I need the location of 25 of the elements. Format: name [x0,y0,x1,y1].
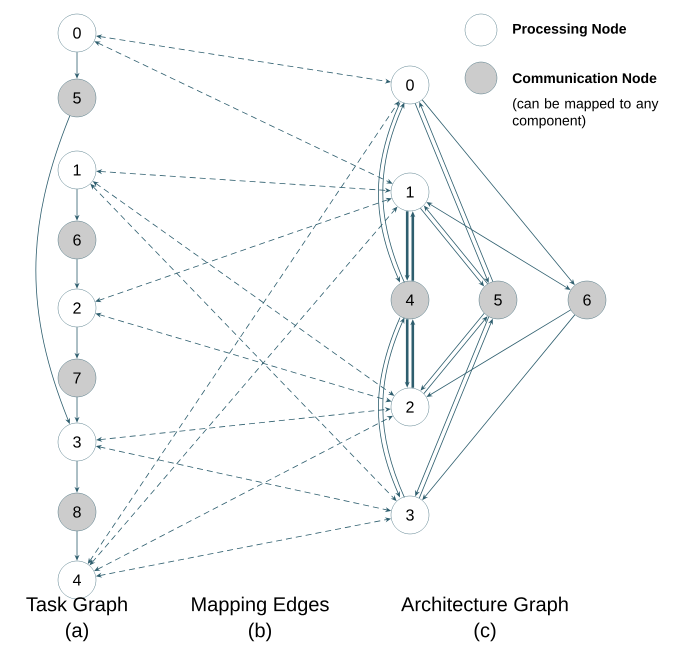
graph-node: 5 [58,78,96,118]
caption: (a) [66,622,88,642]
graph-node: 6 [58,220,96,260]
graph-node: 3 [58,422,96,462]
caption: (b) [249,622,271,642]
arrow [90,206,398,566]
graph-node: 2 [390,388,430,426]
graph-node: 0 [390,66,430,104]
legend-label: Processing Node [513,23,626,37]
graph-node: 8 [58,492,96,532]
graph-node: 1 [390,172,430,212]
caption: Task Graph [26,596,127,616]
graph-node: 1 [58,150,96,190]
graph-node: 6 [568,280,606,320]
caption: Architecture Graph [401,596,568,616]
graph-node: 4 [390,280,430,320]
caption: Mapping Edges [192,596,329,616]
graph-node: 5 [478,280,518,320]
graph-node: 7 [58,358,96,398]
caption: (c) [474,622,496,642]
legend-label: Communication Node [512,72,656,84]
graph-node: 2 [58,288,96,328]
graph-node: 3 [390,496,430,534]
graph-node: 0 [58,14,96,52]
note: (can be mapped to any component) [512,98,658,128]
